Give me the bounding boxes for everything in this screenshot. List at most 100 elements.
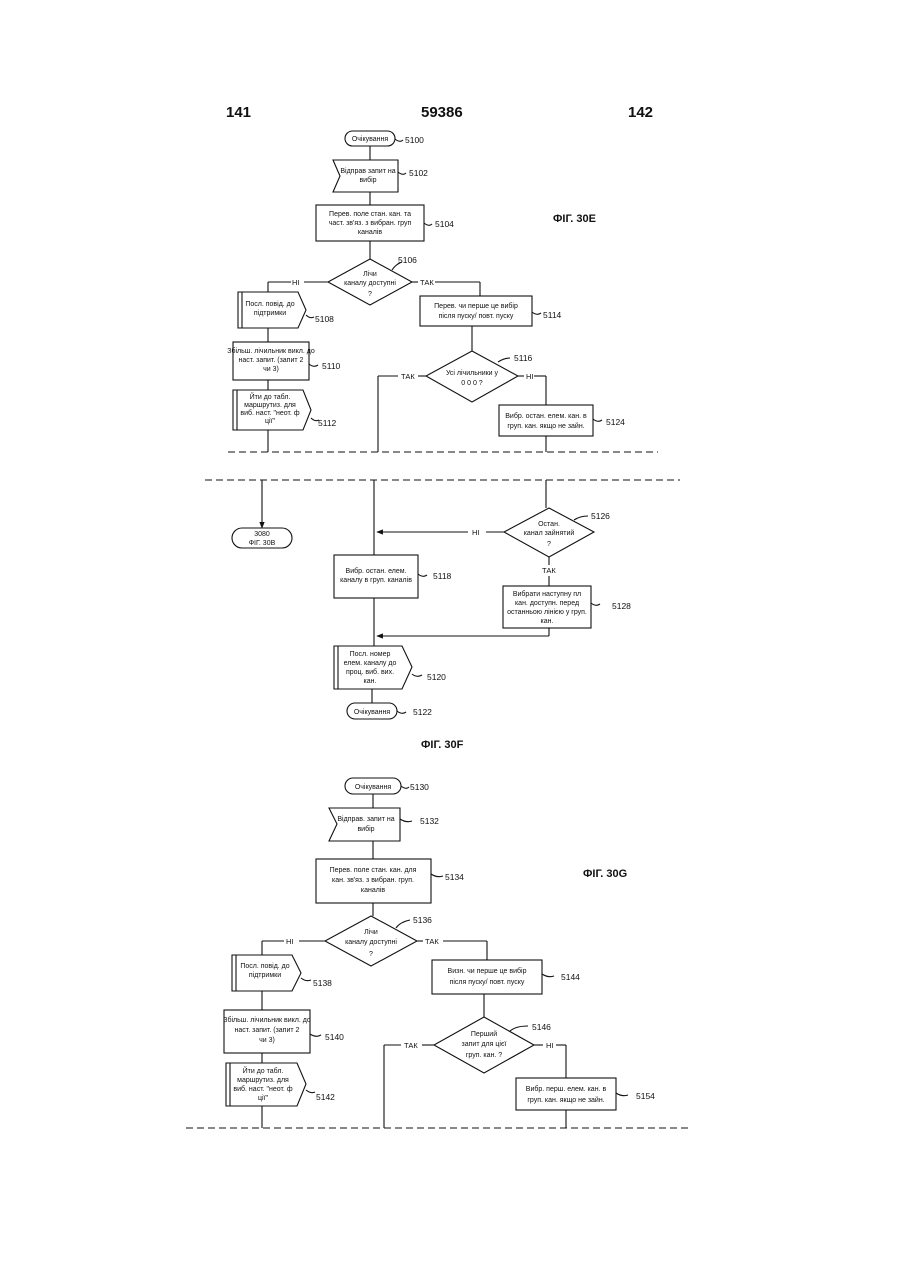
node-5118-select-last-channel: Вибр. остан. елем. каналу в груп. каналі… xyxy=(334,555,452,598)
ref-5118: 5118 xyxy=(433,571,452,581)
ref-5116: 5116 xyxy=(514,353,533,363)
label-no-5126: НІ xyxy=(472,528,480,537)
svg-text:проц. виб. вих.: проц. виб. вих. xyxy=(346,668,394,676)
svg-text:Очікування: Очікування xyxy=(354,708,391,716)
svg-text:після пуску/ повт. пуску: після пуску/ повт. пуску xyxy=(439,312,514,320)
node-5142-routing-table: Йти до табл. маршрутиз. для виб. наст. "… xyxy=(226,1063,335,1106)
svg-text:Перев. поле стан. кан. та: Перев. поле стан. кан. та xyxy=(329,211,411,218)
node-5132-send-request: Відправ. запит на вибір 5132 xyxy=(329,808,439,841)
node-5136-channels-available: Лічи каналу доступні ? 5136 xyxy=(325,915,432,966)
svg-text:ції": ції" xyxy=(258,1094,269,1102)
node-5100-wait: Очікування 5100 xyxy=(345,131,424,146)
ref-5124: 5124 xyxy=(606,417,625,427)
node-5104-check-status: Перев. поле стан. кан. та част. зв'яз. з… xyxy=(316,205,454,241)
ref-5112: 5112 xyxy=(318,418,337,428)
label-yes-5126: ТАК xyxy=(542,566,556,575)
svg-text:кан.: кан. xyxy=(364,678,377,685)
ref-5102: 5102 xyxy=(409,168,428,178)
svg-text:Посл. повід. до: Посл. повід. до xyxy=(245,300,294,308)
svg-text:виб. наст. "неот. ф: виб. наст. "неот. ф xyxy=(240,409,299,417)
fig-30g: ФІГ. 30G Очікування 5130 Відправ. запит … xyxy=(186,778,690,1128)
svg-text:Перев. чи перше це вибір: Перев. чи перше це вибір xyxy=(434,302,518,310)
fig-30e: ФІГ. 30Е Очікування 5100 Відправ запит н… xyxy=(227,131,658,452)
label-no-5116: НІ xyxy=(526,372,534,381)
node-3080-fig30b-connector: 3080 ФІГ. 30В xyxy=(232,528,292,548)
svg-text:каналу в груп. каналів: каналу в груп. каналів xyxy=(340,576,412,584)
label-no-5146: НІ xyxy=(546,1041,554,1050)
node-5106-channels-available: Лічи каналу доступні ? 5106 xyxy=(328,255,417,305)
svg-text:Посл. номер: Посл. номер xyxy=(350,651,391,658)
svg-text:Остан.: Остан. xyxy=(538,521,560,528)
svg-text:Йти до табл.: Йти до табл. xyxy=(250,392,291,401)
node-5154-select-first-element: Вибр. перш. елем. кан. в груп. кан. якщо… xyxy=(516,1078,655,1110)
label-yes-5116: ТАК xyxy=(401,372,415,381)
label-yes-5146: ТАК xyxy=(404,1041,418,1050)
svg-text:наст. запит. (запит 2: наст. запит. (запит 2 xyxy=(239,357,304,364)
fig-30e-caption: ФІГ. 30Е xyxy=(553,213,596,225)
svg-text:підтримки: підтримки xyxy=(249,971,281,979)
svg-text:після пуску/ повт. пуску: після пуску/ повт. пуску xyxy=(450,978,525,986)
label-yes-5106: ТАК xyxy=(420,278,434,287)
ref-5134: 5134 xyxy=(445,872,464,882)
svg-text:част. зв'яз. з вибран. груп: част. зв'яз. з вибран. груп xyxy=(329,219,412,227)
svg-text:Очікування: Очікування xyxy=(355,783,392,791)
svg-text:Визн. чи перше це вибір: Визн. чи перше це вибір xyxy=(448,967,527,975)
ref-5100: 5100 xyxy=(405,135,424,145)
fig-30g-caption: ФІГ. 30G xyxy=(583,868,627,880)
ref-5140: 5140 xyxy=(325,1032,344,1042)
svg-text:наст. запит. (запит 2: наст. запит. (запит 2 xyxy=(235,1027,300,1034)
svg-text:3080: 3080 xyxy=(254,531,270,538)
svg-text:?: ? xyxy=(368,291,372,298)
svg-text:кан. доступн. перед: кан. доступн. перед xyxy=(515,600,579,607)
node-5116-all-counters-zero: Усі лічильники у 0 0 0 ? 5116 xyxy=(426,351,533,402)
fig-30f-caption: ФІГ. 30F xyxy=(421,739,464,751)
svg-text:елем. каналу до: елем. каналу до xyxy=(344,660,397,667)
svg-text:Вибрати наступну пл: Вибрати наступну пл xyxy=(513,590,581,598)
fig-30f: 3080 ФІГ. 30В Остан. канал зайнятий ? 51… xyxy=(232,480,631,751)
svg-text:останньою лінією у груп.: останньою лінією у груп. xyxy=(507,608,587,616)
node-5122-wait: Очікування 5122 xyxy=(347,703,432,719)
svg-text:каналів: каналів xyxy=(361,886,386,894)
svg-text:Посл. повід. до: Посл. повід. до xyxy=(240,962,289,970)
svg-text:кан. зв'яз. з вибран. груп.: кан. зв'яз. з вибран. груп. xyxy=(332,876,414,884)
node-5102-send-request: Відправ запит на вибір 5102 xyxy=(333,160,428,192)
svg-text:вибір: вибір xyxy=(359,176,376,184)
svg-text:ФІГ. 30В: ФІГ. 30В xyxy=(249,540,276,547)
svg-text:виб. наст. "неот. ф: виб. наст. "неот. ф xyxy=(233,1085,292,1093)
ref-5110: 5110 xyxy=(322,361,341,371)
svg-text:маршрутиз. для: маршрутиз. для xyxy=(244,402,296,409)
node-5114-check-first-selection: Перев. чи перше це вибір після пуску/ по… xyxy=(420,296,562,326)
svg-text:канал зайнятий: канал зайнятий xyxy=(524,529,575,537)
svg-text:маршрутиз. для: маршрутиз. для xyxy=(237,1077,289,1084)
ref-5146: 5146 xyxy=(532,1022,551,1032)
svg-text:Вибр. перш. елем. кан. в: Вибр. перш. елем. кан. в xyxy=(526,1085,607,1093)
label-no-5136: НІ xyxy=(286,937,294,946)
svg-text:чи 3): чи 3) xyxy=(259,1037,275,1044)
svg-text:кан.: кан. xyxy=(541,618,554,625)
svg-text:Йти до табл.: Йти до табл. xyxy=(243,1066,284,1075)
ref-5144: 5144 xyxy=(561,972,580,982)
svg-text:Вибр. остан. елем.: Вибр. остан. елем. xyxy=(346,567,407,575)
svg-text:Очікування: Очікування xyxy=(352,135,389,143)
svg-text:Вибр. остан. елем. кан. в: Вибр. остан. елем. кан. в xyxy=(505,412,587,420)
ref-5128: 5128 xyxy=(612,601,631,611)
node-5130-wait: Очікування 5130 xyxy=(345,778,429,794)
svg-text:Перев. поле стан. кан. для: Перев. поле стан. кан. для xyxy=(330,867,417,874)
node-5112-routing-table: Йти до табл. маршрутиз. для виб. наст. "… xyxy=(233,390,337,430)
svg-text:каналу доступні: каналу доступні xyxy=(345,938,397,946)
node-5120-send-element-number: Посл. номер елем. каналу до проц. виб. в… xyxy=(334,646,446,689)
svg-text:груп. кан. якщо не зайн.: груп. кан. якщо не зайн. xyxy=(507,422,584,430)
ref-5108: 5108 xyxy=(315,314,334,324)
svg-text:Лічи: Лічи xyxy=(364,928,378,936)
ref-5142: 5142 xyxy=(316,1092,335,1102)
svg-text:?: ? xyxy=(369,951,373,958)
label-no-5106: НІ xyxy=(292,278,300,287)
svg-text:Відправ запит на: Відправ запит на xyxy=(340,167,395,175)
svg-text:Усі лічильники у: Усі лічильники у xyxy=(446,369,499,377)
node-5124-select-last-element: Вибр. остан. елем. кан. в груп. кан. якщ… xyxy=(499,405,625,436)
ref-5136: 5136 xyxy=(413,915,432,925)
svg-text:?: ? xyxy=(547,541,551,548)
node-5108-send-to-support: Посл. повід. до підтримки 5108 xyxy=(238,292,334,328)
node-5134-check-status: Перев. поле стан. кан. для кан. зв'яз. з… xyxy=(316,859,464,903)
ref-5154: 5154 xyxy=(636,1091,655,1101)
